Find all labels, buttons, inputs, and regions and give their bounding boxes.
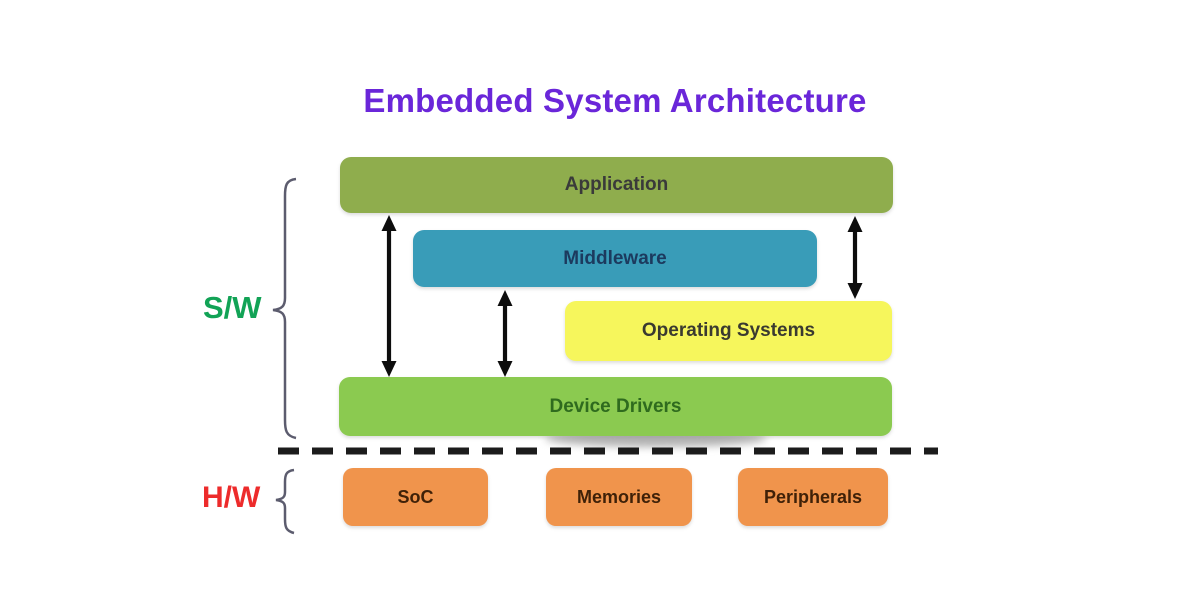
arrow-application-device-drivers <box>381 215 397 377</box>
hardware-box-peripherals: Peripherals <box>738 468 888 526</box>
hardware-box-soc: SoC <box>343 468 488 526</box>
hardware-section-label: H/W <box>202 481 261 514</box>
layer-label-operating-systems: Operating Systems <box>641 320 816 341</box>
hardware-label-soc: SoC <box>397 486 434 507</box>
layer-box-operating-systems: Operating Systems <box>565 301 892 361</box>
hardware-bracket <box>275 468 295 535</box>
layer-label-middleware: Middleware <box>563 247 667 269</box>
arrow-middleware-device-drivers <box>497 290 513 377</box>
arrow-application-operating-systems <box>847 216 863 299</box>
hardware-label-peripherals: Peripherals <box>763 486 863 507</box>
software-bracket <box>272 177 297 440</box>
hardware-box-memories: Memories <box>546 468 692 526</box>
layer-box-application: Application <box>340 157 893 213</box>
diagram-title: Embedded System Architecture <box>363 82 867 119</box>
software-section-label: S/W <box>203 290 262 325</box>
layer-box-device-drivers: Device Drivers <box>339 377 892 436</box>
layer-label-device-drivers: Device Drivers <box>549 395 682 417</box>
layer-label-application: Application <box>564 174 669 195</box>
hardware-label-memories: Memories <box>576 486 662 507</box>
layer-box-middleware: Middleware <box>413 230 817 287</box>
